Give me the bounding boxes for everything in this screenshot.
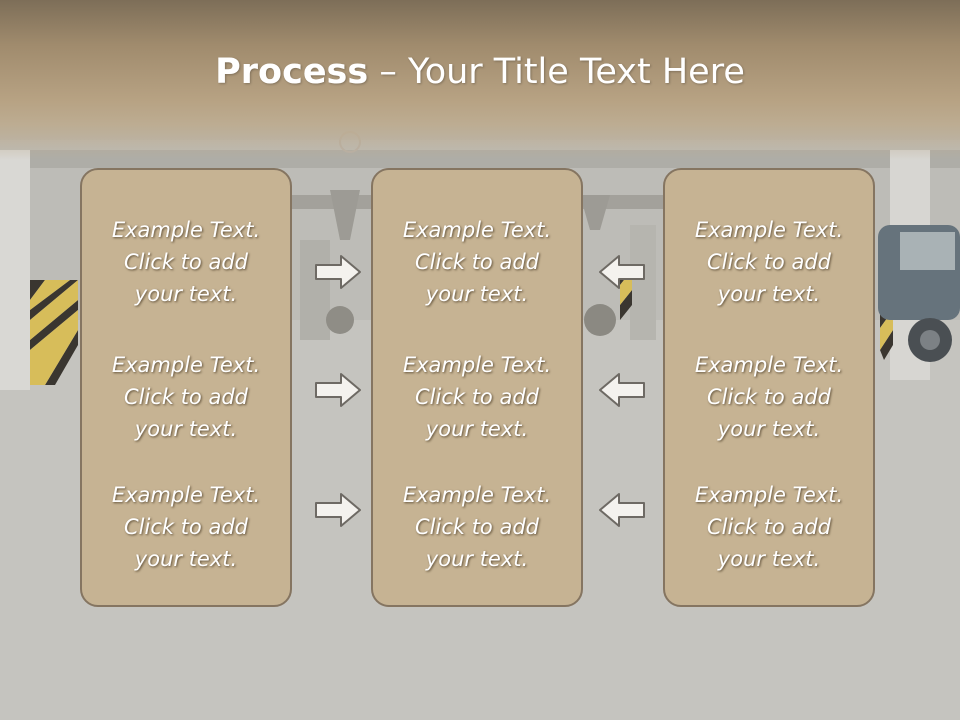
text-line: Example Text. xyxy=(694,218,844,242)
left-arrow-icon[interactable] xyxy=(598,492,646,528)
placeholder-text[interactable]: Example Text. Click to add your text. xyxy=(665,479,873,575)
text-line: Example Text. xyxy=(111,483,261,507)
text-line: your text. xyxy=(134,547,238,571)
left-arrow-icon[interactable] xyxy=(598,254,646,290)
text-line: Example Text. xyxy=(402,483,552,507)
placeholder-text[interactable]: Example Text. Click to add your text. xyxy=(665,214,873,310)
text-line: your text. xyxy=(717,417,821,441)
placeholder-text[interactable]: Example Text. Click to add your text. xyxy=(373,214,581,310)
placeholder-text[interactable]: Example Text. Click to add your text. xyxy=(82,479,290,575)
text-line: Click to add xyxy=(414,250,539,274)
text-line: Click to add xyxy=(706,385,831,409)
placeholder-text[interactable]: Example Text. Click to add your text. xyxy=(373,479,581,575)
process-panel-right[interactable]: Example Text. Click to add your text. Ex… xyxy=(663,168,875,607)
right-arrow-icon[interactable] xyxy=(314,254,362,290)
text-line: your text. xyxy=(717,282,821,306)
text-line: Click to add xyxy=(414,515,539,539)
text-line: your text. xyxy=(134,417,238,441)
placeholder-text[interactable]: Example Text. Click to add your text. xyxy=(82,214,290,310)
title-band xyxy=(0,0,960,160)
text-line: Click to add xyxy=(123,385,248,409)
text-line: Click to add xyxy=(123,250,248,274)
right-arrow-icon[interactable] xyxy=(314,492,362,528)
text-line: Example Text. xyxy=(111,218,261,242)
placeholder-text[interactable]: Example Text. Click to add your text. xyxy=(373,349,581,445)
text-line: Example Text. xyxy=(111,353,261,377)
text-line: your text. xyxy=(134,282,238,306)
text-line: your text. xyxy=(425,282,529,306)
text-line: Click to add xyxy=(706,250,831,274)
text-line: Example Text. xyxy=(694,483,844,507)
text-line: your text. xyxy=(425,417,529,441)
right-arrow-icon[interactable] xyxy=(314,372,362,408)
text-line: Click to add xyxy=(414,385,539,409)
text-line: Click to add xyxy=(706,515,831,539)
placeholder-text[interactable]: Example Text. Click to add your text. xyxy=(82,349,290,445)
title-rest: – Your Title Text Here xyxy=(368,52,745,92)
left-arrow-icon[interactable] xyxy=(598,372,646,408)
text-line: Example Text. xyxy=(694,353,844,377)
process-panel-center[interactable]: Example Text. Click to add your text. Ex… xyxy=(371,168,583,607)
text-line: Example Text. xyxy=(402,218,552,242)
text-line: your text. xyxy=(425,547,529,571)
process-panel-left[interactable]: Example Text. Click to add your text. Ex… xyxy=(80,168,292,607)
text-line: your text. xyxy=(717,547,821,571)
slide-title[interactable]: Process – Your Title Text Here xyxy=(0,52,960,92)
text-line: Click to add xyxy=(123,515,248,539)
title-bold: Process xyxy=(215,52,369,92)
text-line: Example Text. xyxy=(402,353,552,377)
placeholder-text[interactable]: Example Text. Click to add your text. xyxy=(665,349,873,445)
